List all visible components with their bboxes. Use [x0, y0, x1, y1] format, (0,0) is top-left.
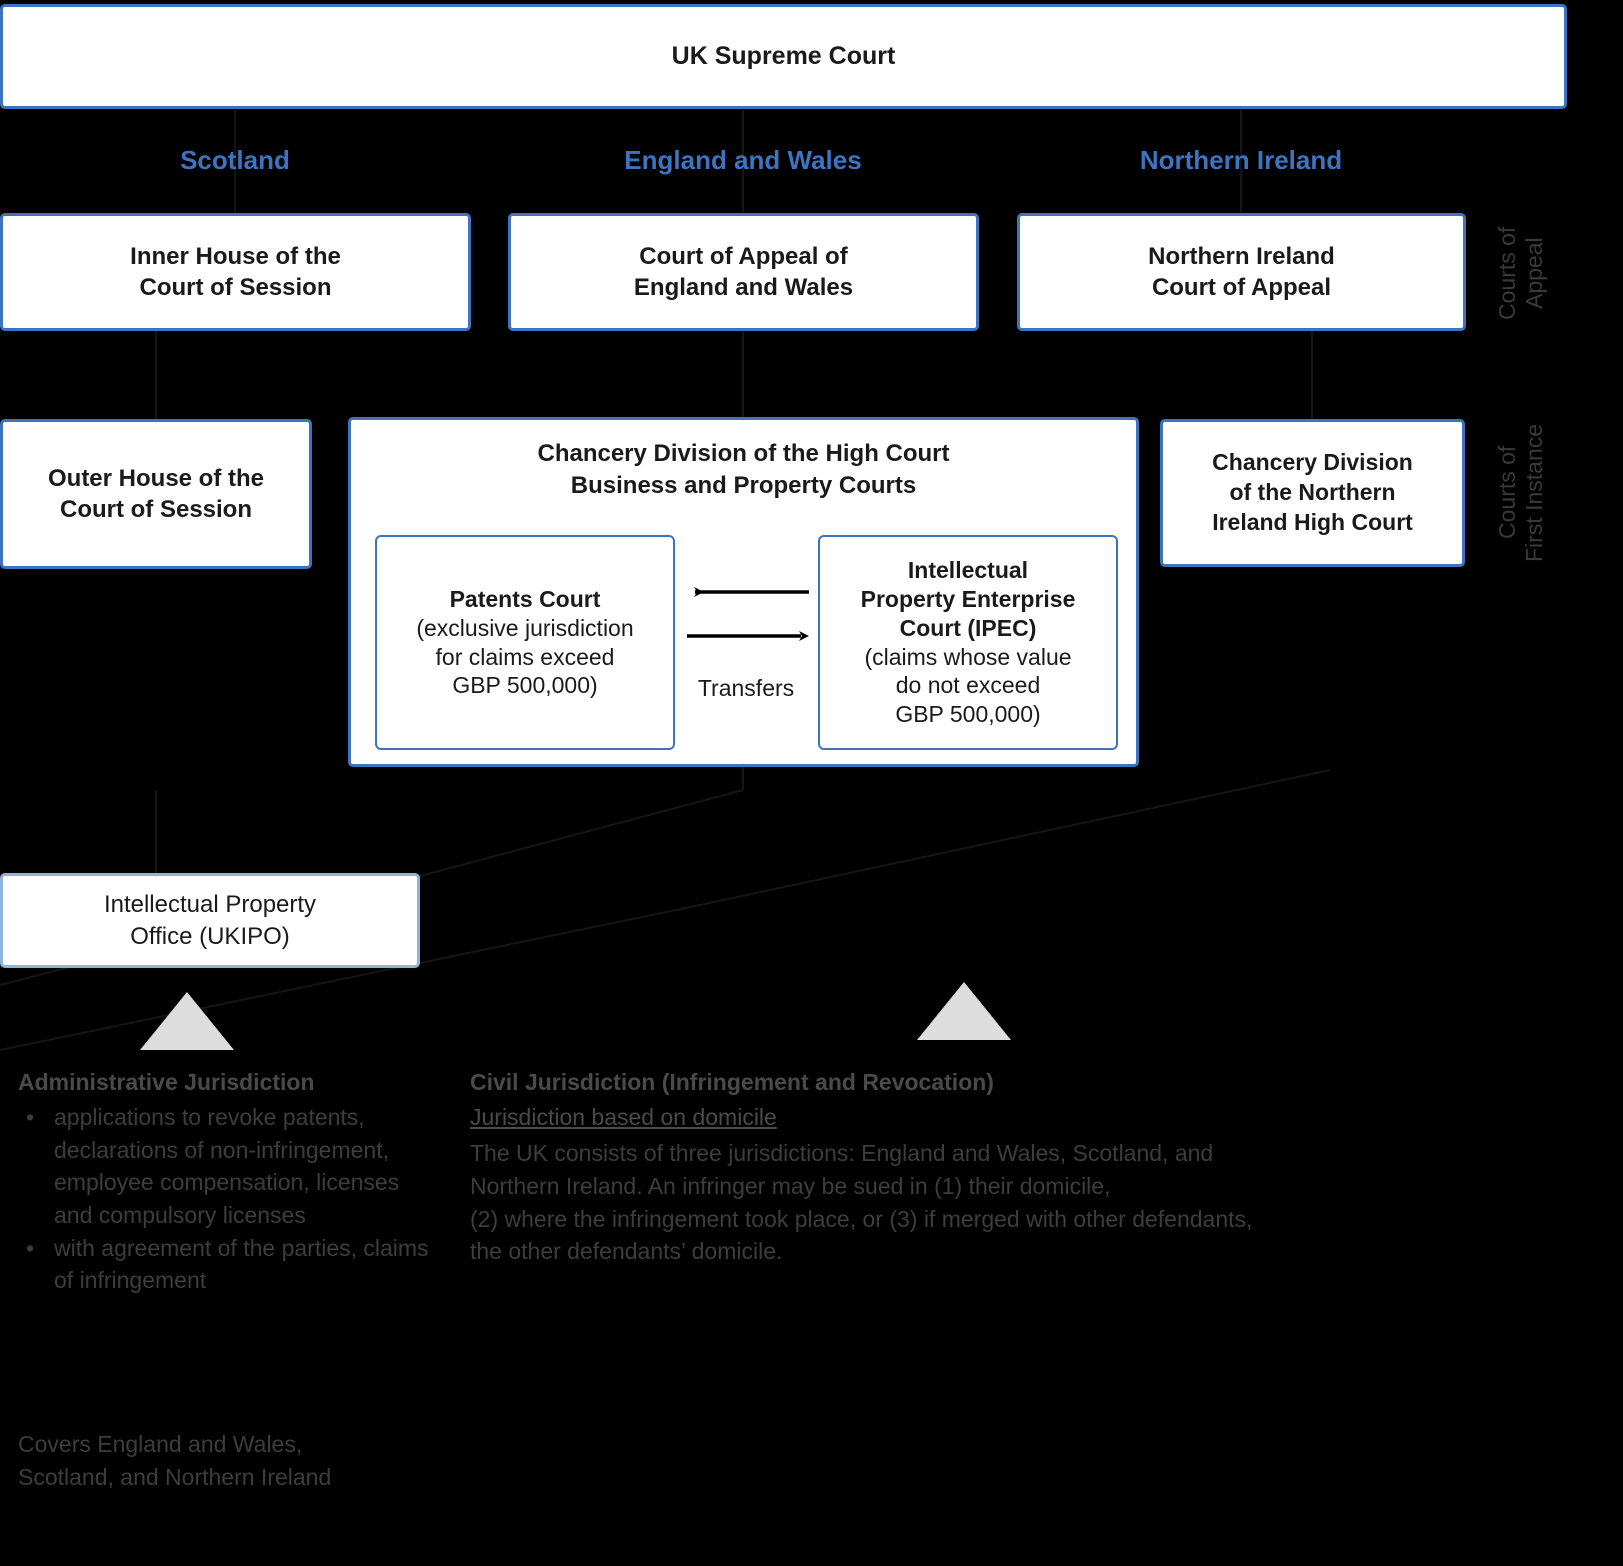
chancery-ew-heading-line2: Business and Property Courts — [570, 472, 917, 500]
list-item: applications to revoke patents, declarat… — [18, 1101, 438, 1232]
note-administrative-footer: Covers England and Wales, Scotland, and … — [18, 1431, 332, 1490]
note-administrative-heading: Administrative Jurisdiction — [18, 1069, 315, 1095]
patents-court-detail: (exclusive jurisdiction for claims excee… — [416, 614, 634, 699]
region-label-scotland: Scotland — [180, 145, 290, 175]
court-of-appeal-ew-label: Court of Appeal of England and Wales — [633, 242, 854, 301]
box-chancery-division-northern-ireland[interactable]: Chancery Division of the Northern Irelan… — [1160, 419, 1465, 567]
triangle-pointer-civil-icon — [917, 982, 1011, 1040]
box-chancery-division-high-court[interactable]: Chancery Division of the High Court Busi… — [348, 417, 1139, 767]
region-label-england-and-wales: England and Wales — [624, 145, 862, 175]
inner-house-label: Inner House of the Court of Session — [130, 242, 341, 301]
box-patents-court[interactable]: Patents Court (exclusive jurisdiction fo… — [375, 535, 675, 750]
box-intellectual-property-office[interactable]: Intellectual Property Office (UKIPO) — [0, 873, 420, 968]
patents-court-title: Patents Court — [449, 586, 601, 612]
outer-house-label: Outer House of the Court of Session — [47, 464, 264, 523]
chancery-ew-heading: Chancery Division of the High Court Busi… — [537, 438, 949, 503]
note-civil-subheading: Jurisdiction based on domicile — [470, 1103, 777, 1130]
supreme-court-label: UK Supreme Court — [671, 42, 896, 70]
chancery-ni-label: Chancery Division of the Northern Irelan… — [1212, 449, 1413, 535]
side-label-courts-of-appeal: Courts of Appeal — [1494, 226, 1548, 320]
triangle-pointer-administrative-icon — [140, 992, 234, 1050]
side-label-courts-of-first-instance: Courts of First Instance — [1494, 423, 1548, 562]
transfers-label: Transfers — [697, 675, 795, 701]
list-item: with agreement of the parties, claims of… — [18, 1232, 438, 1297]
transfer-arrows — [687, 587, 809, 641]
ukipo-label: Intellectual Property Office (UKIPO) — [103, 891, 317, 950]
note-administrative-jurisdiction: Administrative Jurisdiction applications… — [18, 1068, 438, 1297]
ipec-court-detail: (claims whose value do not exceed GBP 50… — [864, 643, 1072, 728]
chancery-ew-heading-line1: Chancery Division of the High Court — [537, 440, 950, 467]
note-civil-heading: Civil Jurisdiction (Infringement and Rev… — [470, 1069, 994, 1095]
ni-court-of-appeal-label: Northern Ireland Court of Appeal — [1148, 242, 1335, 301]
note-civil-body: The UK consists of three jurisdictions: … — [470, 1140, 1253, 1265]
box-court-of-appeal-england-wales[interactable]: Court of Appeal of England and Wales — [508, 213, 979, 331]
region-label-northern-ireland: Northern Ireland — [1139, 145, 1343, 175]
note-administrative-list: applications to revoke patents, declarat… — [18, 1101, 438, 1297]
box-inner-house-court-of-session[interactable]: Inner House of the Court of Session — [0, 213, 471, 331]
box-ipec-court[interactable]: Intellectual Property Enterprise Court (… — [818, 535, 1118, 750]
box-uk-supreme-court[interactable]: UK Supreme Court — [0, 4, 1567, 109]
box-northern-ireland-court-of-appeal[interactable]: Northern Ireland Court of Appeal — [1017, 213, 1466, 331]
ipec-court-title: Intellectual Property Enterprise Court (… — [860, 557, 1076, 641]
box-outer-house-court-of-session[interactable]: Outer House of the Court of Session — [0, 419, 312, 569]
note-civil-jurisdiction: Civil Jurisdiction (Infringement and Rev… — [470, 1068, 1470, 1268]
